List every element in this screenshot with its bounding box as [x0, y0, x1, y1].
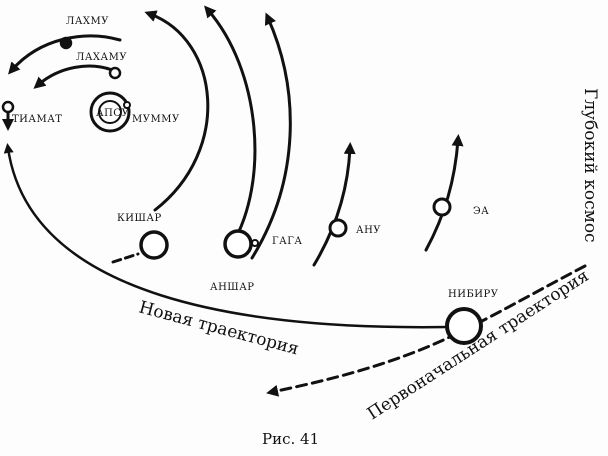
- planet-lahmu: [59, 36, 73, 50]
- label-kishar: КИШАР: [117, 213, 162, 224]
- label-mummu: МУММУ: [132, 114, 180, 125]
- planet-nibiru: [445, 307, 483, 345]
- orbit-gaga: [250, 12, 292, 260]
- planet-kishar: [139, 230, 169, 260]
- figure-caption: Рис. 41: [262, 430, 319, 448]
- orbit-ea: [424, 134, 464, 252]
- planet-mummu: [123, 101, 131, 109]
- planet-anu: [328, 218, 348, 238]
- label-ea: ЭА: [473, 206, 489, 217]
- kishar-dash: [111, 252, 140, 264]
- label-apsu: АПСУ: [96, 108, 129, 119]
- label-anshar: АНШАР: [210, 282, 255, 293]
- planet-anshar: [223, 229, 253, 259]
- original-trajectory-line: [266, 264, 587, 397]
- planet-ea: [432, 197, 452, 217]
- label-lahmu: ЛАХМУ: [66, 16, 109, 27]
- planet-lahamu: [108, 66, 122, 80]
- orbit-kishar: [144, 10, 210, 212]
- label-new-trajectory: Новая траектория: [137, 298, 301, 360]
- label-nibiru: НИБИРУ: [448, 289, 499, 300]
- orbit-anshar: [204, 5, 257, 247]
- orbit-anu: [312, 142, 356, 267]
- orbit-apsu-inner: [98, 100, 122, 124]
- label-gaga: ГАГА: [272, 236, 302, 247]
- orbit-mummu: [89, 91, 131, 133]
- planet-tiamat: [1, 100, 15, 114]
- label-anu: АНУ: [356, 225, 381, 236]
- label-tiamat: ТИАМАТ: [12, 114, 62, 125]
- new-trajectory-line: [3, 143, 450, 329]
- label-lahamu: ЛАХАМУ: [76, 52, 127, 63]
- label-deep-space: Глубокий космос: [580, 88, 600, 243]
- planet-gaga: [251, 239, 259, 247]
- orbit-lahamu: [33, 64, 114, 89]
